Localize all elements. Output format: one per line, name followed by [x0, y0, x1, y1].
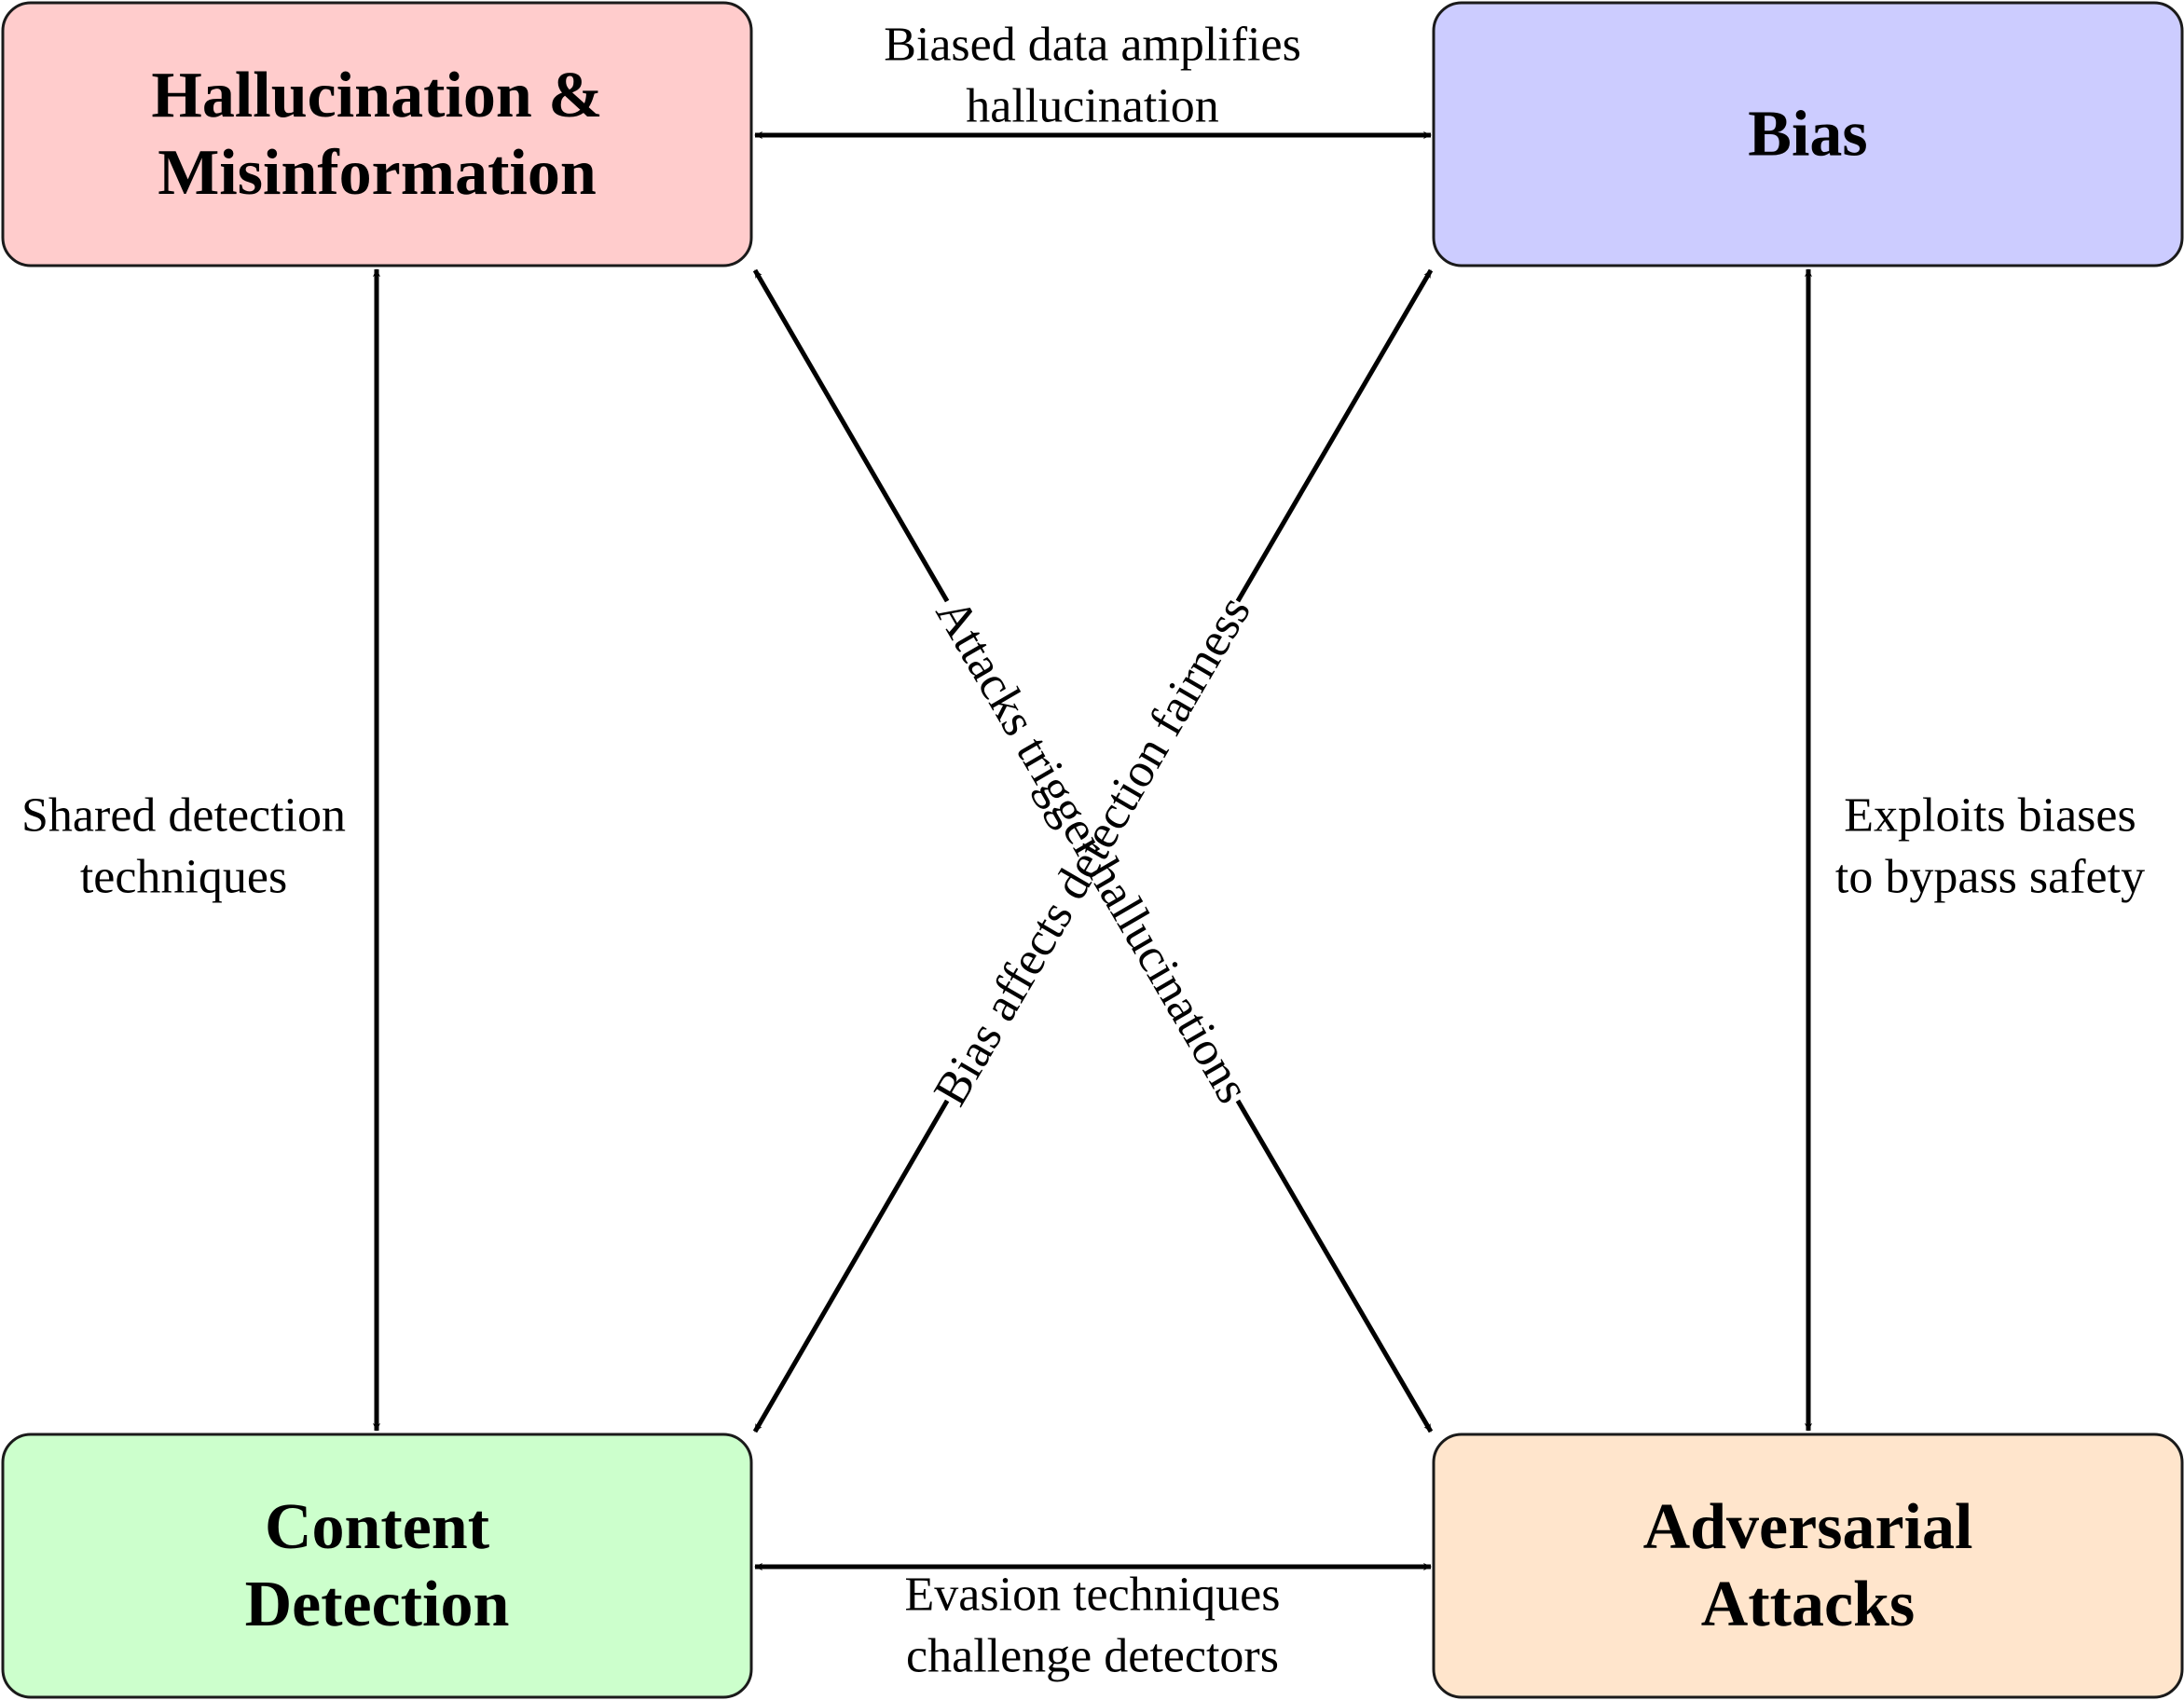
node-box: [1432, 1, 2184, 267]
edge-label-hallucination-bias: Biased data amplifies hallucination: [884, 19, 1301, 133]
node-bias: Bias: [1432, 1, 2184, 267]
edge-label-hallucination-detection: Shared detection techniques: [0, 783, 369, 913]
edge-label-line: Biased data amplifies: [884, 19, 1301, 72]
edge-label-bias-adversarial: Exploits biases to bypass safety: [1816, 783, 2184, 913]
node-label: Detection: [245, 1569, 510, 1640]
node-hallucination: Hallucination &Misinformation: [1, 1, 753, 267]
edge-label-line: to bypass safety: [1835, 851, 2145, 904]
node-label: Hallucination &: [151, 60, 602, 131]
edge-line-hallucination-adversarial-start: [752, 268, 950, 603]
edge-label-line: Shared detection: [21, 789, 346, 843]
node-label: Bias: [1748, 99, 1867, 171]
node-box: [1432, 1433, 2184, 1699]
edge-line-detection-bias-end: [1235, 268, 1434, 603]
edge-labels-layer: Biased data amplifies hallucinationShared…: [0, 19, 2184, 1683]
edge-label-line: Evasion techniques: [905, 1569, 1281, 1622]
edge-label-background: [1816, 783, 2184, 913]
edge-line-hallucination-adversarial-end: [1235, 1099, 1434, 1433]
node-label: Adversarial: [1643, 1491, 1973, 1563]
edge-label-background: [0, 783, 369, 913]
edge-label-line: hallucination: [966, 80, 1218, 133]
edge-label-line: challenge detectors: [906, 1630, 1279, 1683]
node-box: [1, 1433, 753, 1699]
node-label: Content: [265, 1491, 489, 1563]
edge-label-line: techniques: [80, 851, 287, 904]
edge-line-detection-bias-start: [752, 1099, 950, 1433]
edge-label-line: Exploits biases: [1844, 789, 2136, 843]
node-label: Misinformation: [158, 137, 597, 209]
edges-layer: [372, 130, 1813, 1571]
node-label: Attacks: [1701, 1569, 1915, 1640]
node-box: [1, 1, 753, 267]
edge-label-detection-adversarial: Evasion techniques challenge detectors: [905, 1569, 1281, 1683]
